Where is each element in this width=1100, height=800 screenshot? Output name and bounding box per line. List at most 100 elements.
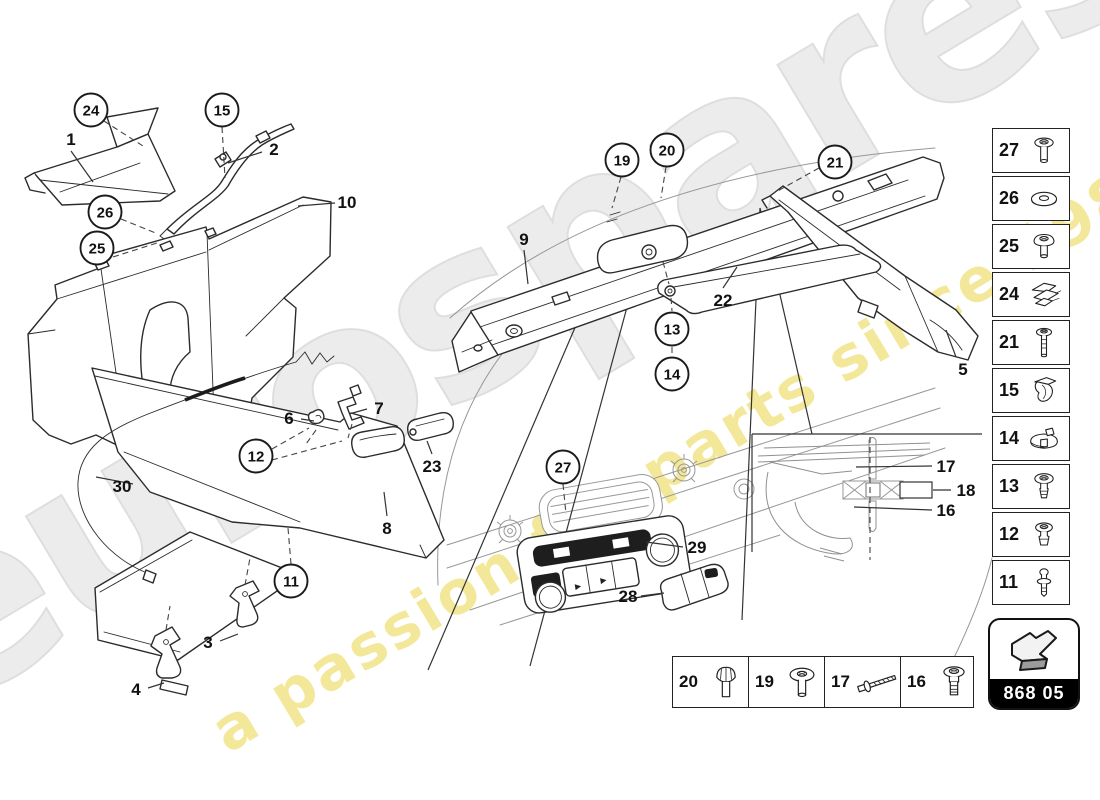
callout-15[interactable]: 15 (204, 92, 240, 128)
fastener-number: 12 (999, 524, 1020, 544)
part-label-18: 18 (957, 481, 976, 500)
svg-text:13: 13 (664, 322, 681, 339)
fastener-number: 25 (999, 236, 1020, 256)
part-30-drawing (77, 351, 335, 584)
fastener-cell-12[interactable]: 12 (992, 512, 1070, 557)
svg-text:25: 25 (89, 241, 106, 258)
expansion-rivet-icon (1024, 564, 1064, 602)
part-22-drawing (657, 244, 882, 315)
callout-26[interactable]: 26 (87, 194, 123, 230)
svg-text:26: 26 (97, 205, 114, 222)
part-label-29: 29 (688, 538, 707, 557)
screw-flange-icon (1024, 132, 1064, 170)
svg-text:20: 20 (659, 143, 676, 160)
blind-rivet-icon (856, 661, 900, 703)
part-7-drawing (337, 384, 365, 430)
callout-20[interactable]: 20 (649, 132, 685, 168)
svg-text:21: 21 (827, 155, 844, 172)
washer-icon (1024, 180, 1064, 218)
part-8-lower-panel-drawing (94, 531, 301, 661)
fastener-cell-19[interactable]: 19 (748, 657, 824, 707)
svg-text:19: 19 (614, 153, 631, 170)
fastener-number: 11 (999, 572, 1019, 592)
roof-rosette-drawing (496, 454, 755, 544)
part-label-10: 10 (338, 193, 357, 212)
spring-clip-icon (1024, 276, 1064, 314)
fastener-number: 21 (999, 332, 1020, 352)
svg-text:12: 12 (248, 449, 265, 466)
part-28-drawing (659, 563, 729, 611)
svg-text:14: 14 (664, 367, 681, 384)
fastener-number: 26 (999, 188, 1020, 208)
part-label-16: 16 (937, 501, 956, 520)
label-leader-lines (70, 150, 957, 689)
callout-12[interactable]: 12 (238, 438, 274, 474)
callout-19[interactable]: 19 (604, 142, 640, 178)
callout-11[interactable]: 11 (273, 563, 309, 599)
callout-21[interactable]: 21 (817, 144, 853, 180)
part-label-22: 22 (714, 291, 733, 310)
fastener-cell-14[interactable]: 14 (992, 416, 1070, 461)
long-screw-icon (1024, 324, 1064, 362)
disc-clip-icon (1024, 420, 1064, 458)
part-label-4: 4 (131, 680, 141, 699)
fastener-cell-11[interactable]: 11 (992, 560, 1070, 605)
callout-14[interactable]: 14 (654, 356, 690, 392)
fastener-number: 13 (999, 476, 1020, 496)
svg-text:24: 24 (83, 103, 100, 120)
part-4-drawing (150, 626, 189, 696)
part-label-6: 6 (284, 409, 293, 428)
fastener-sidebar: 27 26 25 24 21 15 14 13 12 11 (992, 128, 1070, 605)
part-label-7: 7 (374, 399, 383, 418)
part-label-30: 30 (113, 477, 132, 496)
part-label-17: 17 (937, 457, 956, 476)
fastener-cell-26[interactable]: 26 (992, 176, 1070, 221)
fastener-number: 19 (755, 672, 774, 691)
part-label-2: 2 (269, 140, 278, 159)
assembly-dashed-lines (103, 120, 820, 631)
part-29-drawing (516, 515, 692, 614)
callout-27[interactable]: 27 (545, 449, 581, 485)
fastener-cell-21[interactable]: 21 (992, 320, 1070, 365)
fastener-cell-25[interactable]: 25 (992, 224, 1070, 269)
fastener-strip: 20 19 17 16 (672, 656, 974, 708)
fastener-cell-13[interactable]: 13 (992, 464, 1070, 509)
part-label-28: 28 (619, 587, 638, 606)
fastener-number: 14 (999, 428, 1020, 448)
part-label-5: 5 (958, 360, 967, 379)
fastener-cell-17[interactable]: 17 (824, 657, 900, 707)
part-1-drawing (24, 107, 176, 206)
fastener-cell-27[interactable]: 27 (992, 128, 1070, 173)
fastener-cell-24[interactable]: 24 (992, 272, 1070, 317)
washer-screw-icon (780, 661, 824, 703)
callout-25[interactable]: 25 (79, 230, 115, 266)
fastener-cell-16[interactable]: 16 (900, 657, 976, 707)
grommet-screw-icon (1024, 516, 1064, 554)
svg-text:11: 11 (283, 574, 299, 591)
callout-13[interactable]: 13 (654, 311, 690, 347)
dome-bolt-icon (704, 661, 748, 703)
fastener-number: 27 (999, 140, 1020, 160)
part-code-box[interactable]: 868 05 (988, 618, 1080, 710)
part-3-drawing (229, 580, 260, 628)
svg-text:15: 15 (214, 103, 231, 120)
fastener-number: 17 (831, 672, 850, 691)
hook-clip-icon (1024, 372, 1064, 410)
ribbed-screw-icon (932, 661, 976, 703)
fastener-cell-15[interactable]: 15 (992, 368, 1070, 413)
part-9-drawing (451, 156, 945, 373)
callout-24[interactable]: 24 (73, 92, 109, 128)
fastener-number: 20 (679, 672, 698, 691)
detail-inset-drawing (751, 433, 982, 562)
fastener-cell-20[interactable]: 20 (673, 657, 748, 707)
part-label-8: 8 (382, 519, 391, 538)
part-label-1: 1 (66, 130, 75, 149)
dome-screw-icon (1024, 468, 1064, 506)
direction-arrow-icon (990, 620, 1078, 679)
fastener-number: 16 (907, 672, 926, 691)
part-label-23: 23 (423, 457, 442, 476)
part-6-drawing (307, 409, 325, 425)
part-2-drawing (159, 123, 295, 242)
